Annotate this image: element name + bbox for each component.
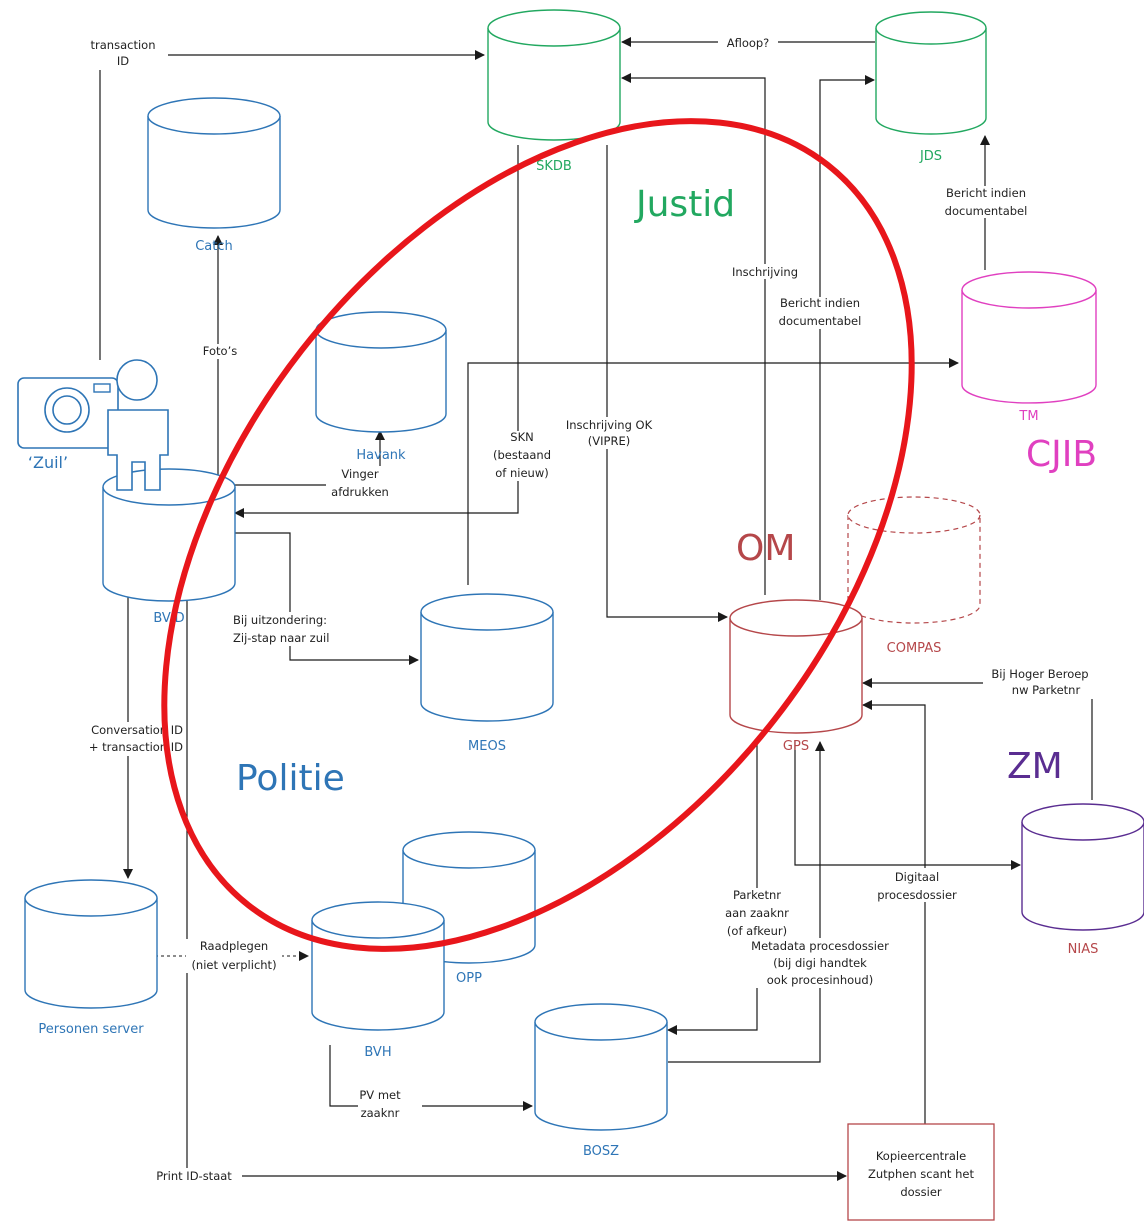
inschrijving-ok-label-1: Inschrijving OK xyxy=(566,418,653,432)
transaction-id-label-1: transaction xyxy=(91,38,156,52)
kopieercentrale-box xyxy=(847,1123,995,1221)
uitzondering-label-1: Bij uitzondering: xyxy=(233,613,327,627)
bosz-database xyxy=(534,1003,668,1131)
edge-gps-nias xyxy=(794,740,1021,870)
node-labels: SKDB JDS Catch Havank TM BVID MEOS COMPA… xyxy=(28,149,1098,1199)
uitzondering-label-2: Zij-stap naar zuil xyxy=(233,631,329,645)
parketnr-label-2: aan zaaknr xyxy=(725,906,789,920)
personen-server-database xyxy=(24,879,158,1009)
bericht-tm-label-1: Bericht indien xyxy=(946,186,1026,200)
edge-pv xyxy=(329,1045,533,1111)
fotos-label: Foto’s xyxy=(203,344,237,358)
jds-database xyxy=(875,11,987,135)
edge-inschrijving xyxy=(621,73,766,595)
compas-label: COMPAS xyxy=(887,641,942,656)
nodes xyxy=(24,9,1144,1221)
zone-justid: Justid xyxy=(634,184,735,225)
hoger-beroep-label-1: Bij Hoger Beroep xyxy=(991,667,1088,681)
metadata-label-1: Metadata procesdossier xyxy=(751,939,889,953)
raadplegen-label-2: (niet verplicht) xyxy=(191,958,276,972)
inschrijving-ok-label-2: (VIPRE) xyxy=(588,434,630,448)
bvh-label: BVH xyxy=(364,1045,391,1060)
skn-label-2: (bestaand xyxy=(493,448,551,462)
hoger-beroep-label-2: nw Parketnr xyxy=(1012,683,1081,697)
catch-label: Catch xyxy=(195,239,233,254)
parketnr-label-3: (of afkeur) xyxy=(727,924,787,938)
bosz-label: BOSZ xyxy=(583,1144,619,1159)
pv-label-1: PV met xyxy=(359,1088,401,1102)
kopieercentrale-label-2: Zutphen scant het xyxy=(868,1167,974,1181)
zuil-icon xyxy=(17,359,169,491)
metadata-label-3: ook procesinhoud) xyxy=(767,973,873,987)
catch-database xyxy=(147,97,281,229)
edge-skn xyxy=(234,145,519,518)
skn-label-3: of nieuw) xyxy=(495,466,548,480)
edges xyxy=(99,37,1093,1181)
gps-label: GPS xyxy=(783,739,809,754)
edge-uitzondering xyxy=(235,532,419,665)
skn-label-1: SKN xyxy=(510,430,533,444)
parketnr-label-1: Parketnr xyxy=(733,888,781,902)
transaction-id-label-2: ID xyxy=(117,54,129,68)
bericht-gps-label-1: Bericht indien xyxy=(780,296,860,310)
nias-label: NIAS xyxy=(1068,942,1099,957)
personen-server-label: Personen server xyxy=(38,1022,144,1037)
raadplegen-label-1: Raadplegen xyxy=(200,939,268,953)
tm-label: TM xyxy=(1018,409,1038,424)
conversation-label-2: + transaction ID xyxy=(89,740,183,754)
meos-label: MEOS xyxy=(468,739,506,754)
edge-bericht-gps-jds xyxy=(819,75,875,600)
afloop-label: Afloop? xyxy=(727,36,770,50)
havank-label: Havank xyxy=(356,448,406,463)
bvh-database xyxy=(311,901,445,1031)
metadata-label-2: (bij digi handtek xyxy=(773,956,867,970)
person-icon xyxy=(107,359,169,491)
vinger-label-1: Vinger xyxy=(341,467,378,481)
zone-cjib: CJIB xyxy=(1026,434,1097,475)
zone-politie: Politie xyxy=(236,758,345,799)
bericht-tm-label-2: documentabel xyxy=(945,204,1028,218)
edge-inschrijving-ok xyxy=(606,145,728,622)
skdb-label: SKDB xyxy=(536,159,572,174)
edge-metadata xyxy=(668,741,825,1063)
jds-label: JDS xyxy=(919,149,942,164)
zone-zm: ZM xyxy=(1007,746,1063,787)
havank-database xyxy=(315,311,447,433)
highlight-ellipse xyxy=(161,118,915,952)
pv-label-2: zaaknr xyxy=(361,1106,400,1120)
opp-label: OPP xyxy=(456,971,482,986)
edge-digitaal xyxy=(862,700,926,1150)
compas-database xyxy=(847,496,981,624)
edge-meos-tm xyxy=(467,358,959,585)
zone-labels: Justid CJIB OM ZM Politie xyxy=(236,184,1097,799)
print-label: Print ID-staat xyxy=(156,1169,232,1183)
skdb-database xyxy=(487,9,621,141)
tm-database xyxy=(961,271,1097,404)
bvid-label: BVID xyxy=(153,611,184,626)
bericht-gps-label-2: documentabel xyxy=(779,314,862,328)
conversation-label-1: Conversation ID xyxy=(91,723,183,737)
nias-database xyxy=(1021,803,1144,931)
inschrijving-label: Inschrijving xyxy=(732,265,798,279)
gps-database xyxy=(729,599,863,734)
digitaal-label-1: Digitaal xyxy=(895,870,939,884)
vinger-label-2: afdrukken xyxy=(331,485,389,499)
camera-icon xyxy=(17,377,119,449)
meos-database xyxy=(420,593,554,722)
edge-parketnr xyxy=(667,740,758,1035)
digitaal-label-2: procesdossier xyxy=(877,888,957,902)
zone-om: OM xyxy=(736,528,795,569)
zuil-label: ‘Zuil’ xyxy=(28,453,68,472)
kopieercentrale-label-1: Kopieercentrale xyxy=(876,1149,966,1163)
kopieercentrale-label-3: dossier xyxy=(900,1185,942,1199)
